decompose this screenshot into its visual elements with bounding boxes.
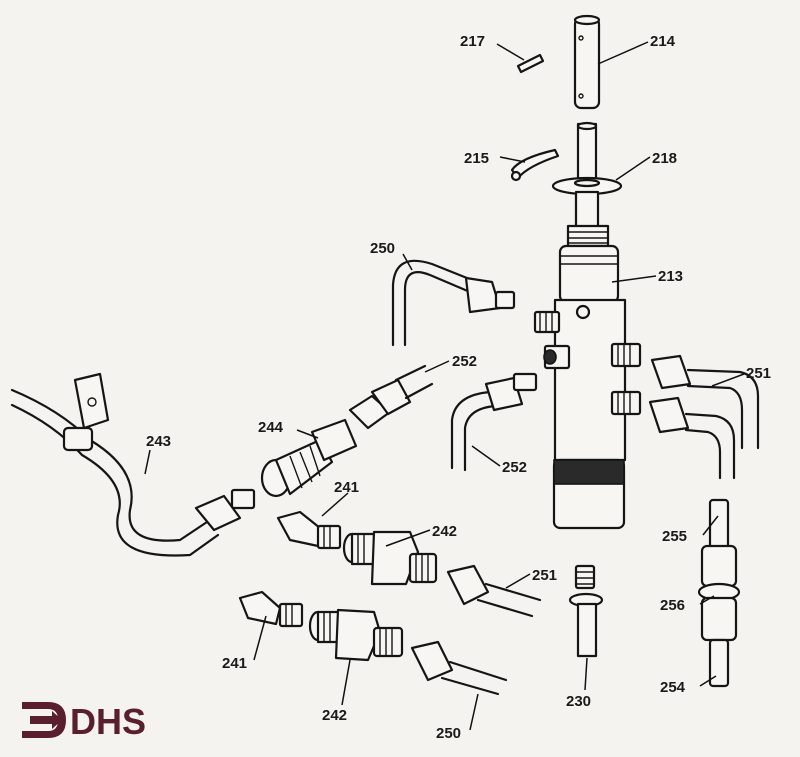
- logo-arrow-mark: [30, 711, 62, 729]
- callout-256: 256: [660, 597, 685, 614]
- logo-mark: [22, 702, 66, 738]
- callout-254: 254: [660, 679, 686, 696]
- part-241-upper-nut: [276, 510, 342, 550]
- part-218-washer-stem: [551, 121, 623, 239]
- callout-215: 215: [464, 150, 489, 167]
- callout-255: 255: [662, 528, 687, 545]
- callout-244: 244: [258, 419, 284, 436]
- part-255-upper-tube: [708, 498, 730, 550]
- callout-251-lower: 251: [532, 567, 557, 584]
- part-215-cotter-key: [510, 148, 560, 182]
- part-250-upper-elbow: [391, 259, 516, 347]
- callout-214: 214: [650, 33, 676, 50]
- part-213-valve-body: [533, 224, 642, 530]
- callout-218: 218: [652, 150, 677, 167]
- part-252-lower-elbow: [450, 372, 538, 472]
- part-242-lower-union: [308, 608, 404, 662]
- callout-252-upper: 252: [452, 353, 477, 370]
- part-217-small-pin: [516, 53, 545, 74]
- part-251-lower-fitting: [446, 564, 542, 618]
- callout-252-lower: 252: [502, 459, 527, 476]
- part-243-tube-assembly: [10, 372, 256, 557]
- callout-251-right: 251: [746, 365, 771, 382]
- callout-250-bottom: 250: [436, 725, 461, 742]
- callout-230: 230: [566, 693, 591, 710]
- part-251-right-elbows: [648, 354, 760, 480]
- callout-213: 213: [658, 268, 683, 285]
- callout-241-lower: 241: [222, 655, 247, 672]
- callout-250-top: 250: [370, 240, 395, 257]
- part-256-union: [697, 544, 741, 642]
- part-241-lower-nut: [238, 590, 304, 628]
- part-254-lower-tube: [708, 638, 730, 688]
- dhs-logo: DHS: [22, 701, 146, 742]
- leader-lines: [144, 41, 745, 731]
- logo-text: DHS: [70, 701, 146, 742]
- part-214-pin: [573, 14, 601, 110]
- part-242-upper-union: [342, 530, 438, 586]
- callout-217: 217: [460, 33, 485, 50]
- part-244-union: [260, 418, 358, 498]
- callout-242-lower: 242: [322, 707, 347, 724]
- callout-243: 243: [146, 433, 171, 450]
- part-230-valve-stem: [568, 564, 604, 658]
- callout-labels: 217 214 215 218 250 213 252 251 244 243 …: [146, 33, 771, 742]
- part-250-lower-fitting: [410, 640, 508, 696]
- callout-241-upper: 241: [334, 479, 359, 496]
- part-252-upper-fitting: [348, 364, 434, 430]
- callout-242-upper: 242: [432, 523, 457, 540]
